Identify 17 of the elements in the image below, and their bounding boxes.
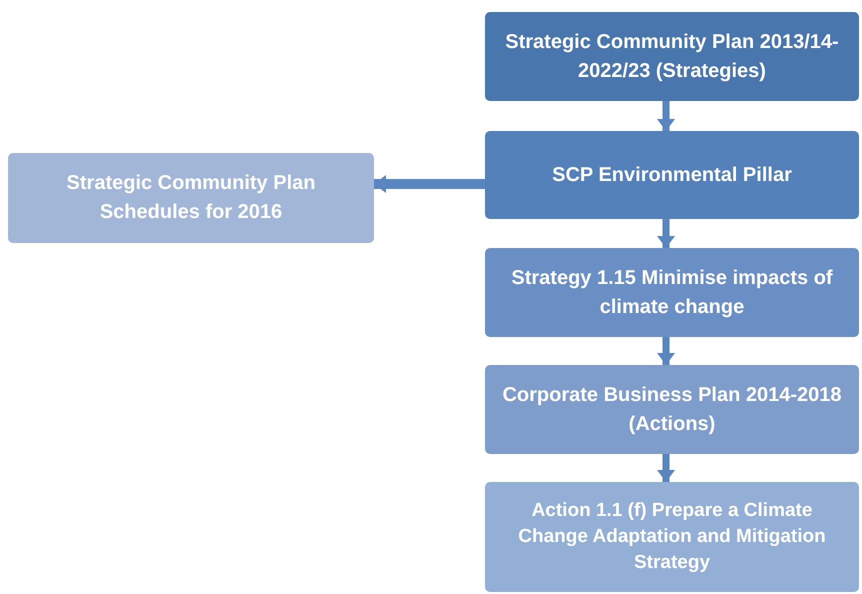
process-box bbox=[8, 153, 374, 243]
arrow bbox=[374, 175, 485, 193]
process-box bbox=[485, 248, 859, 337]
process-box bbox=[485, 482, 859, 592]
arrow bbox=[657, 454, 675, 482]
box-label: Strategy 1.15 Minimise impacts of climate change bbox=[510, 266, 834, 320]
process-box bbox=[485, 131, 859, 219]
arrow bbox=[657, 101, 675, 131]
arrow bbox=[657, 219, 675, 248]
box-label: Corporate Business Plan 2014-2018 (Actions) bbox=[501, 382, 843, 436]
box-label: Strategic Community Plan 2013/14-2022/23 (Strategies) bbox=[504, 30, 840, 84]
process-box bbox=[485, 12, 859, 101]
box-label: SCP Environmental Pillar bbox=[552, 162, 792, 188]
box-label: Action 1.1 (f) Prepare a Climate Change Adaptation and Mitigation Strategy bbox=[517, 499, 827, 575]
arrow bbox=[657, 337, 675, 365]
box-label: Strategic Community Plan Schedules for 2016 bbox=[66, 171, 316, 225]
process-box bbox=[485, 365, 859, 454]
